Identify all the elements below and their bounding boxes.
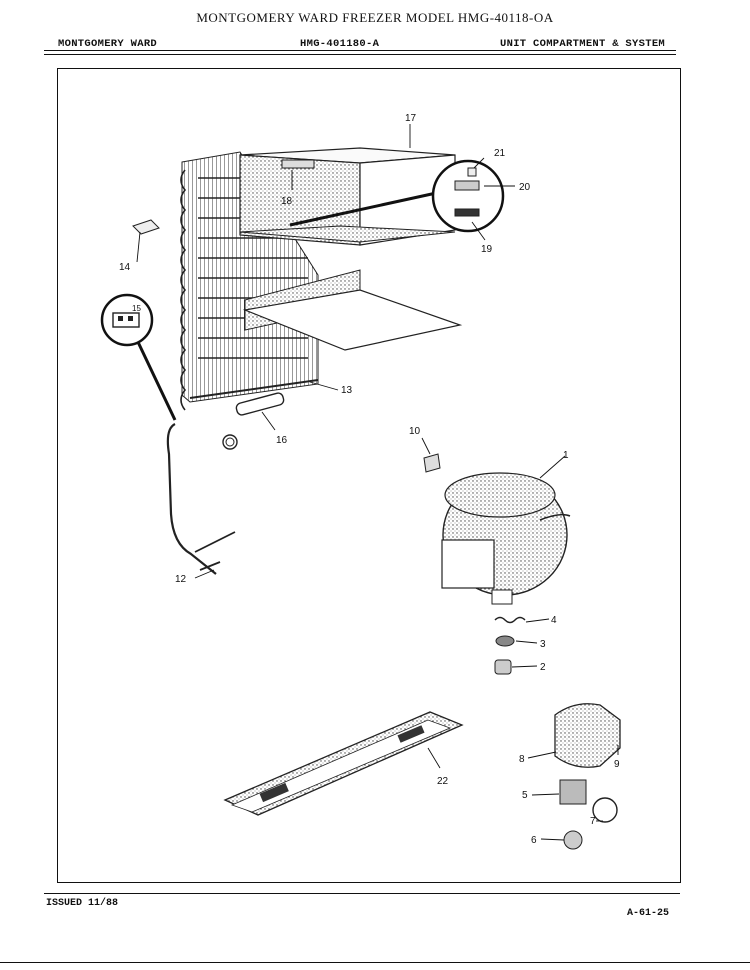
callout-13: 13 <box>341 385 353 396</box>
grommet-part-2 <box>494 659 512 675</box>
washer-part-3 <box>495 635 515 647</box>
callout-9: 9 <box>614 759 620 770</box>
base-pan <box>223 711 464 816</box>
diagram-frame <box>57 68 681 883</box>
bracket-part-10 <box>423 453 441 473</box>
page-bottom-rule <box>0 962 750 963</box>
header-rule <box>44 50 676 51</box>
callout-19: 19 <box>481 244 493 255</box>
document-title: MONTGOMERY WARD FREEZER MODEL HMG-40118-… <box>196 10 554 25</box>
callout-1: 1 <box>563 450 569 461</box>
detail-magnifier-15 <box>100 293 177 421</box>
relay-part-5 <box>559 779 587 805</box>
callout-17: 17 <box>405 113 417 124</box>
callout-5: 5 <box>522 790 528 801</box>
section-title: UNIT COMPARTMENT & SYSTEM <box>500 38 666 50</box>
page-code: A-61-25 <box>627 908 670 919</box>
issued-date: ISSUED 11/88 <box>46 898 119 909</box>
compressor <box>441 472 571 605</box>
callout-7: 7 <box>590 816 596 827</box>
callout-15: 15 <box>132 304 141 313</box>
callout-12: 12 <box>175 574 187 585</box>
callout-6: 6 <box>531 835 537 846</box>
callout-21: 21 <box>494 148 506 159</box>
clip-part-7 <box>592 797 618 823</box>
callout-2: 2 <box>540 662 546 673</box>
drier-part-16 <box>222 392 285 450</box>
relay-cover-part-8 <box>554 703 621 768</box>
header-rule-thin <box>44 54 676 55</box>
upper-shelf-compartment <box>239 147 456 246</box>
footer-rule <box>44 893 680 894</box>
callout-20: 20 <box>519 182 531 193</box>
detail-magnifier <box>431 159 505 233</box>
brand-label: MONTGOMERY WARD <box>58 38 158 50</box>
callout-18: 18 <box>281 196 293 207</box>
callout-22: 22 <box>437 776 449 787</box>
model-number: HMG-401180-A <box>300 38 380 50</box>
lower-drip-tray <box>242 269 463 351</box>
capillary-part-12 <box>194 531 236 571</box>
callout-16: 16 <box>276 435 288 446</box>
callout-14: 14 <box>119 262 131 273</box>
overload-part-6 <box>563 830 583 850</box>
callout-8: 8 <box>519 754 525 765</box>
callout-4: 4 <box>551 615 557 626</box>
clip-part-14 <box>132 219 160 235</box>
callout-3: 3 <box>540 639 546 650</box>
callout-10: 10 <box>409 426 421 437</box>
clip-part-4 <box>494 616 526 624</box>
